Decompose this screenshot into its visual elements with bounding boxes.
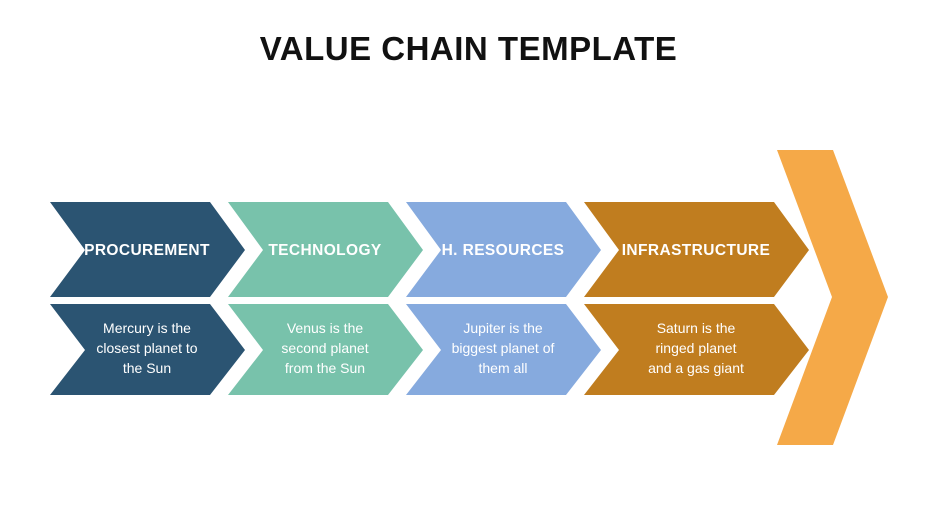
stage-4-label: INFRASTRUCTURE	[622, 242, 771, 259]
stage-2-label: TECHNOLOGY	[268, 242, 382, 259]
stage-2-description-line-3: from the Sun	[285, 360, 365, 376]
stage-2-description-line-1: Venus is the	[287, 320, 363, 336]
stage-3-description-line-2: biggest planet of	[452, 340, 555, 356]
stage-4-description-line-3: and a gas giant	[648, 360, 744, 376]
value-chain-diagram: PROCUREMENT Mercury is the closest plane…	[40, 140, 900, 460]
stage-4-description-line-1: Saturn is the	[657, 320, 736, 336]
stage-3-body-shape[interactable]	[406, 304, 601, 395]
stage-4-header-shape[interactable]	[584, 202, 809, 297]
stage-3-description-line-3: them all	[478, 360, 527, 376]
stage-1-description-line-3: the Sun	[123, 360, 171, 376]
stage-1-description-line-2: closest planet to	[96, 340, 197, 356]
stage-4-body-shape[interactable]	[584, 304, 809, 395]
stage-2-description-line-2: second planet	[281, 340, 368, 356]
stage-4-description-line-2: ringed planet	[656, 340, 737, 356]
stage-1-body-shape[interactable]	[50, 304, 245, 395]
stage-1-header-shape[interactable]	[50, 202, 245, 297]
stage-3-label: H. RESOURCES	[442, 242, 565, 259]
stage-3-description-line-1: Jupiter is the	[463, 320, 543, 336]
stage-1-label: PROCUREMENT	[84, 242, 210, 259]
chain-stage-1[interactable]: PROCUREMENT Mercury is the closest plane…	[50, 202, 245, 395]
stage-1-description-line-1: Mercury is the	[103, 320, 191, 336]
chain-stage-4[interactable]: INFRASTRUCTURE Saturn is the ringed plan…	[584, 202, 809, 395]
chain-stage-2[interactable]: TECHNOLOGY Venus is the second planet fr…	[228, 202, 423, 395]
stage-2-body-shape[interactable]	[228, 304, 423, 395]
stage-2-header-shape[interactable]	[228, 202, 423, 297]
stage-3-header-shape[interactable]	[406, 202, 601, 297]
terminal-arrowhead-icon	[777, 150, 888, 445]
page-title: VALUE CHAIN TEMPLATE	[259, 30, 678, 67]
chain-stage-3[interactable]: H. RESOURCES Jupiter is the biggest plan…	[406, 202, 601, 395]
